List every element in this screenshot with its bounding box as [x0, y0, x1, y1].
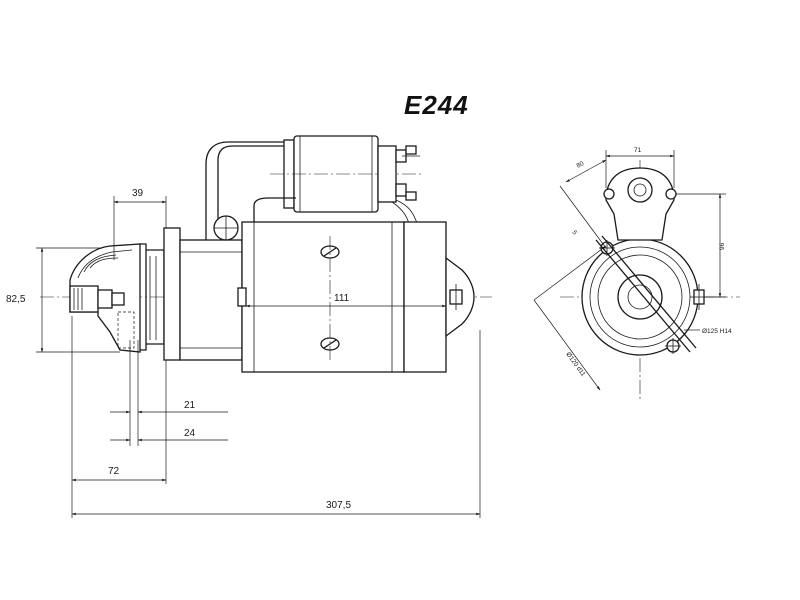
mounting-flange — [163, 227, 243, 361]
starter-side-view: 39 82,5 111 21 24 72 307,5 — [6, 135, 492, 518]
motor-body — [237, 221, 447, 373]
dim-24: 24 — [184, 428, 196, 439]
lug-bolt-right — [665, 188, 677, 200]
center-bore — [617, 274, 663, 320]
dim-80: 80 — [576, 160, 586, 170]
dim-82-5: 82,5 — [6, 294, 26, 305]
dim-39: 39 — [132, 188, 144, 199]
dim-dia-120: Ø120 d11 — [564, 351, 586, 378]
dim-dia-125: Ø125 H14 — [702, 328, 732, 335]
model-title: E244 — [404, 90, 469, 120]
end-cap — [445, 256, 475, 338]
dim-5: 5 — [570, 230, 578, 237]
solenoid-lug — [605, 167, 675, 241]
dim-111: 111 — [334, 293, 350, 304]
dim-72: 72 — [108, 466, 120, 477]
starter-end-view: 71 80 5 96 Ø125 H14 Ø120 d11 — [533, 147, 740, 400]
drive-housing — [69, 243, 165, 353]
dim-307-5: 307,5 — [326, 500, 351, 511]
dim-96: 96 — [719, 242, 726, 250]
dim-71: 71 — [634, 147, 642, 154]
lug-bolt-left — [603, 188, 615, 200]
solenoid-bracket — [217, 145, 284, 222]
dim-21: 21 — [184, 400, 196, 411]
solenoid — [270, 135, 422, 229]
